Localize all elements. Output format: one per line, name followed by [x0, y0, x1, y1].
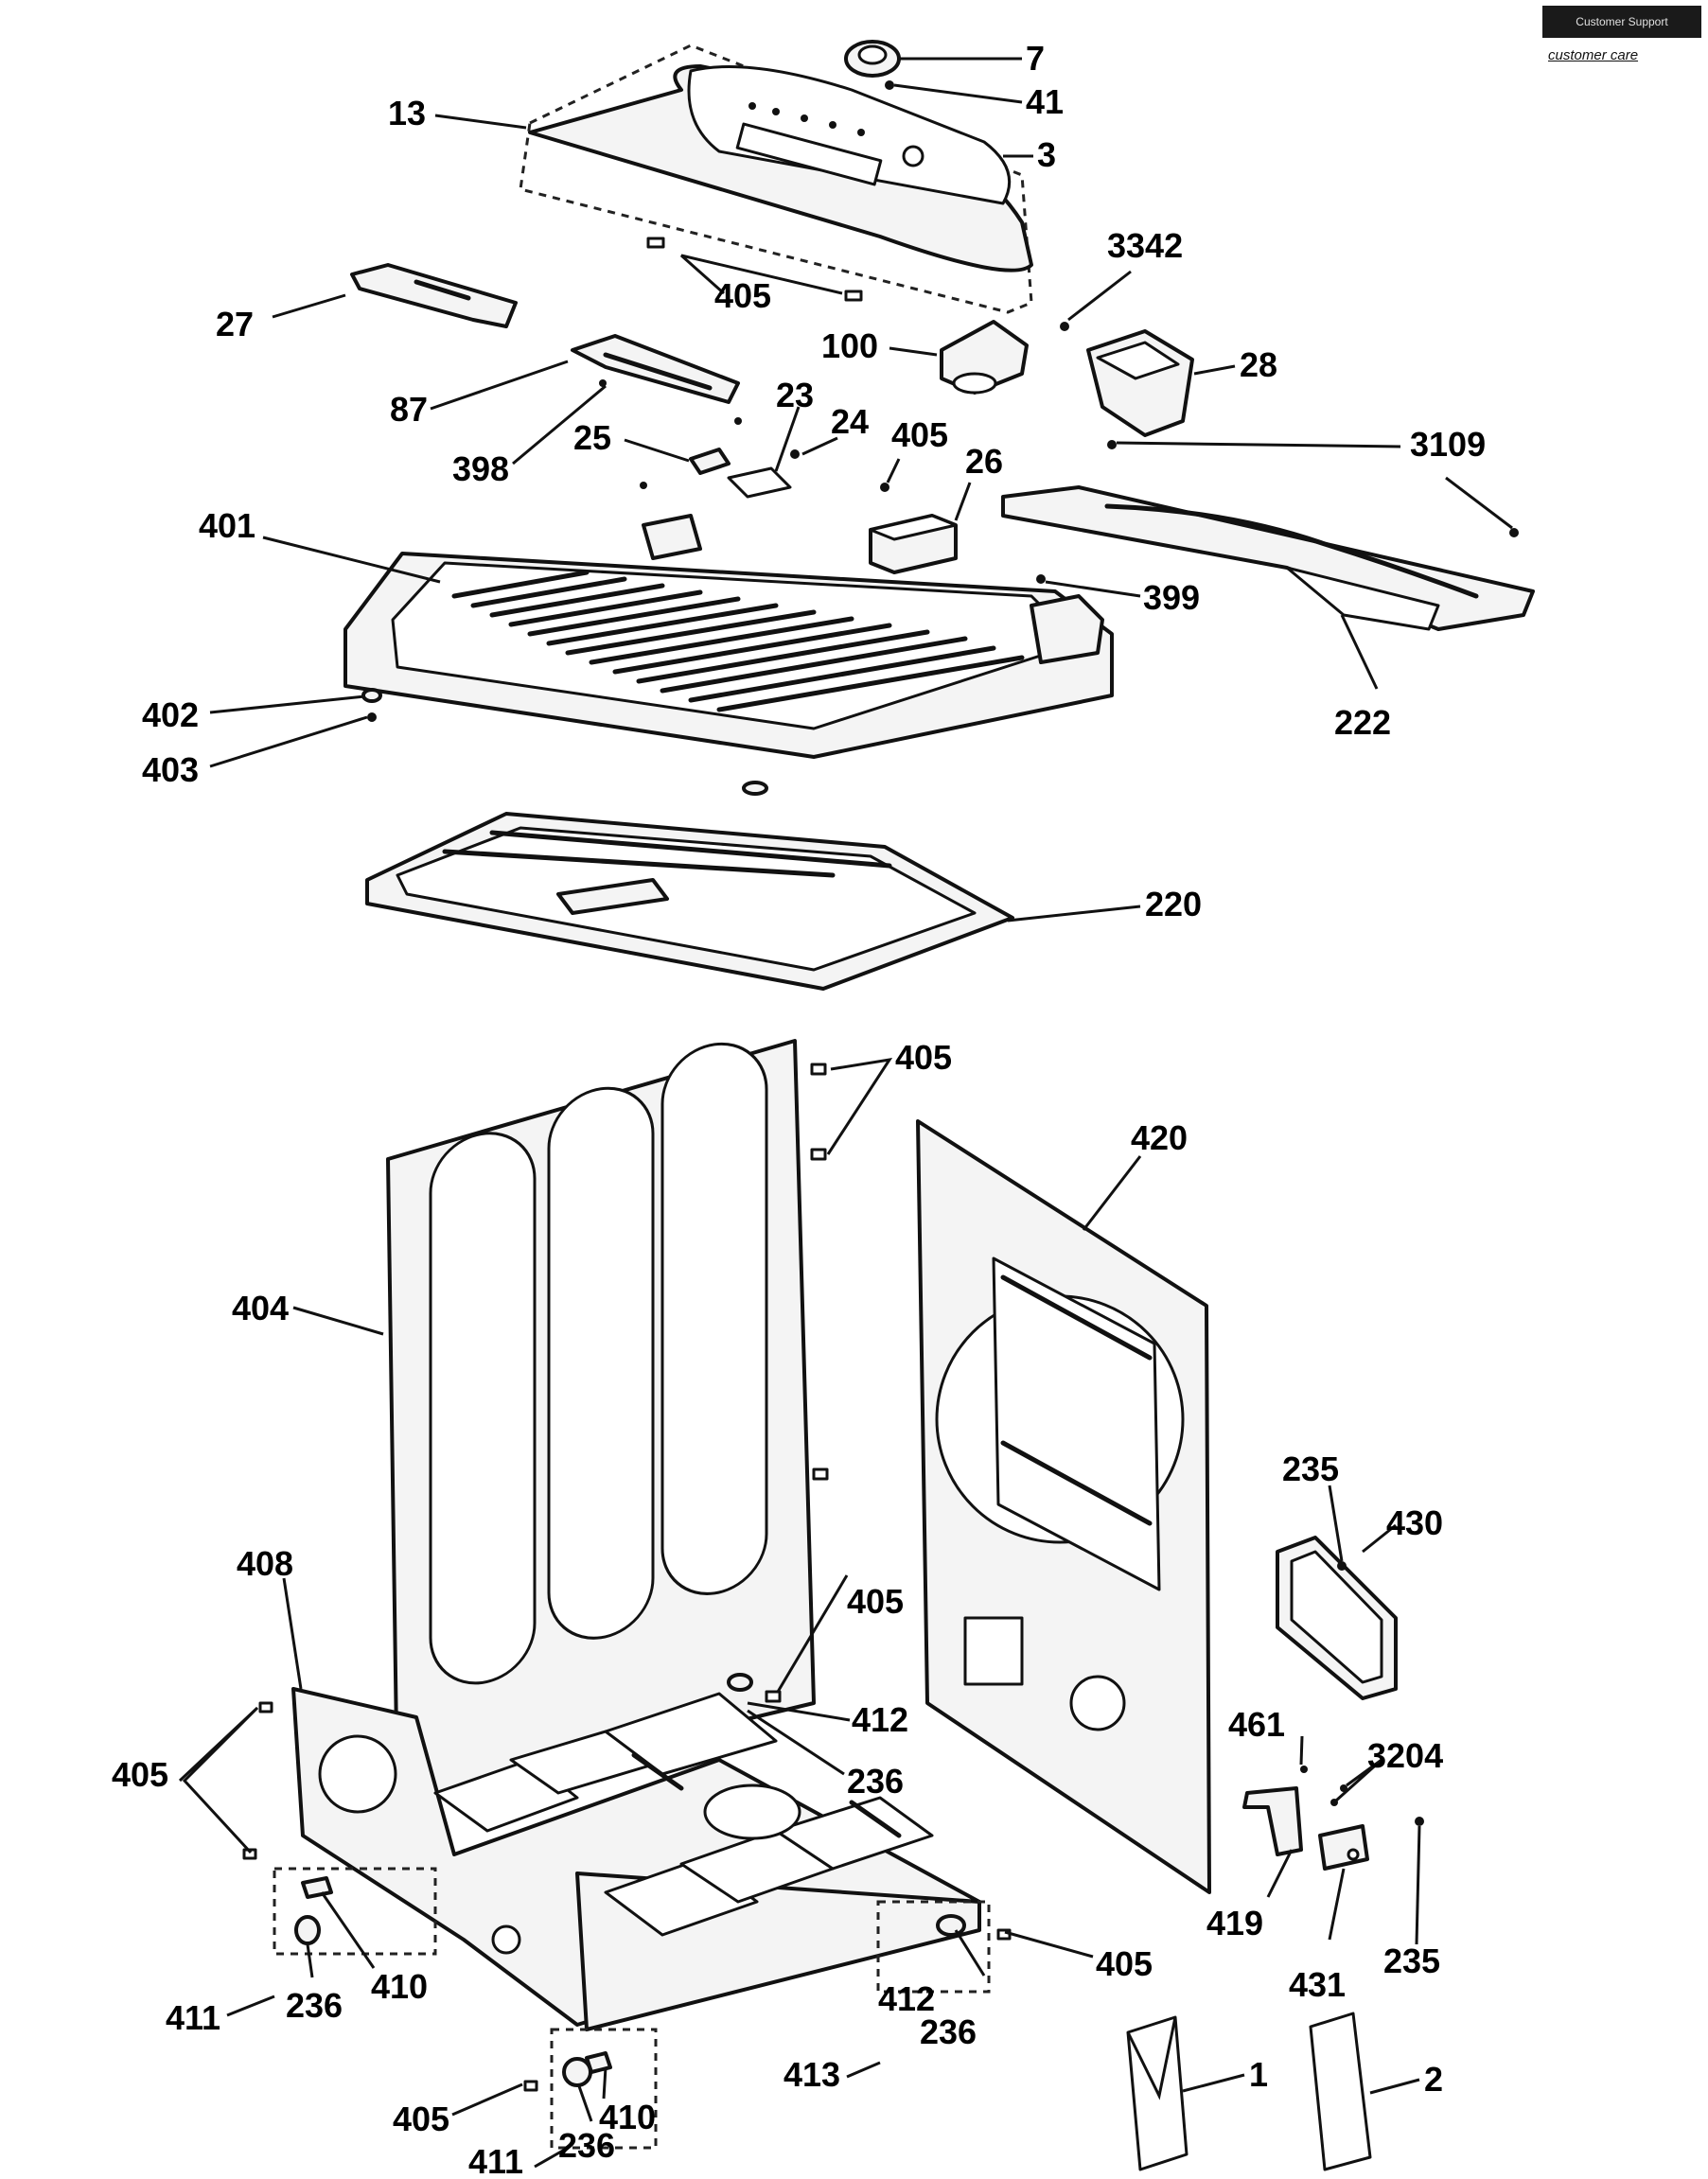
terminal-block-87 [571, 334, 740, 404]
callout-405-foot: 405 [393, 2100, 449, 2138]
callout-26: 26 [965, 442, 1003, 481]
callout-236-left: 236 [286, 1986, 343, 2025]
callout-411-left: 411 [166, 1998, 220, 2037]
screw-398b [734, 417, 742, 425]
callout-412-lower: 412 [878, 1979, 935, 2018]
callout-405-side-bottom: 405 [847, 1582, 904, 1621]
screw-399 [1036, 574, 1046, 584]
screw-3109a [1107, 440, 1117, 449]
screw-3342 [1060, 322, 1069, 331]
callout-3204: 3204 [1367, 1736, 1443, 1775]
callout-405-frame-left: 405 [112, 1755, 168, 1794]
callout-13: 13 [388, 94, 426, 132]
leader-lines [178, 57, 1513, 2169]
callout-405-side-top: 405 [895, 1038, 952, 1077]
screw-401-top [640, 482, 647, 489]
callout-3109: 3109 [1410, 425, 1486, 464]
callout-410-foot: 410 [599, 2098, 656, 2136]
screw-3109b [1509, 528, 1519, 537]
bracket-27 [350, 263, 518, 328]
callout-235-upper: 235 [1282, 1450, 1339, 1488]
callout-405-console: 405 [714, 276, 771, 315]
leveling-feet [273, 1673, 991, 2150]
brand-badge: Customer Support [1542, 6, 1701, 38]
top-panel-401 [343, 514, 1114, 759]
callout-labels: 7 41 13 3 3342 27 405 100 28 87 23 24 39… [112, 39, 1486, 2179]
callout-431: 431 [1289, 1965, 1346, 2004]
callout-235-lower: 235 [1383, 1942, 1440, 1980]
callout-23: 23 [776, 376, 814, 414]
callout-87: 87 [390, 390, 428, 429]
callout-408: 408 [237, 1544, 293, 1583]
screw-405-module [880, 483, 889, 492]
brand-tagline: customer care [1548, 47, 1639, 63]
bracket-431 [1318, 1824, 1369, 1871]
housing-28 [1086, 329, 1194, 437]
callout-3: 3 [1037, 135, 1056, 174]
callout-25: 25 [573, 418, 611, 457]
callout-419: 419 [1206, 1904, 1263, 1942]
callout-1: 1 [1249, 2055, 1268, 2094]
callout-27: 27 [216, 305, 254, 343]
callout-413: 413 [784, 2055, 840, 2094]
callout-398: 398 [452, 449, 509, 488]
callout-405-module: 405 [891, 415, 948, 454]
callout-420: 420 [1131, 1118, 1188, 1157]
screw-41 [885, 80, 894, 90]
screw-461 [1300, 1766, 1308, 1773]
screw-235a [1337, 1561, 1347, 1571]
callout-404: 404 [232, 1289, 289, 1327]
rear-panel-420 [916, 1119, 1211, 1894]
screw-405-console [646, 237, 863, 302]
callout-411-foot: 411 [468, 2142, 523, 2179]
bracket-419 [1242, 1786, 1303, 1856]
screw-403 [367, 712, 377, 722]
callout-399: 399 [1143, 578, 1200, 617]
screw-405-side [765, 1063, 829, 1703]
callout-7: 7 [1026, 39, 1045, 78]
callout-3342: 3342 [1107, 226, 1183, 265]
callout-412-upper: 412 [852, 1700, 908, 1739]
cover-plate-430 [1276, 1536, 1398, 1700]
callout-236-right: 236 [920, 2012, 977, 2051]
knob-7 [844, 40, 901, 78]
screw-235b [1415, 1817, 1424, 1826]
rear-bracket-222 [1001, 485, 1535, 631]
base-tray-220 [365, 781, 1014, 991]
callout-2: 2 [1424, 2060, 1443, 2099]
callout-401: 401 [199, 506, 255, 545]
switch-100 [940, 320, 1029, 395]
screw-3204a [1340, 1784, 1347, 1792]
literature-2 [1309, 2012, 1372, 2171]
screw-24 [790, 449, 800, 459]
callout-220: 220 [1145, 885, 1202, 923]
side-panel-404 [386, 1039, 816, 1804]
callout-24: 24 [831, 402, 869, 441]
callout-236-upper: 236 [847, 1762, 904, 1801]
callout-236-foot: 236 [558, 2126, 615, 2165]
callout-222: 222 [1334, 703, 1391, 742]
callout-403: 403 [142, 750, 199, 789]
literature-1 [1126, 2015, 1189, 2171]
clip-25 [689, 448, 731, 475]
callout-100: 100 [821, 326, 878, 365]
callout-405-frame-right: 405 [1096, 1944, 1153, 1983]
callout-28: 28 [1240, 345, 1277, 384]
module-26 [869, 514, 958, 574]
callout-41: 41 [1026, 82, 1064, 121]
brand-logo: Customer Support customer care [1542, 6, 1703, 79]
callout-461: 461 [1228, 1705, 1285, 1744]
console-assembly [519, 44, 1033, 314]
nut-402 [361, 688, 382, 703]
plate-23 [727, 466, 792, 499]
callout-402: 402 [142, 695, 199, 734]
frame-fasteners [242, 1701, 1012, 2092]
callout-430: 430 [1386, 1503, 1443, 1542]
callout-410-left: 410 [371, 1967, 428, 2006]
